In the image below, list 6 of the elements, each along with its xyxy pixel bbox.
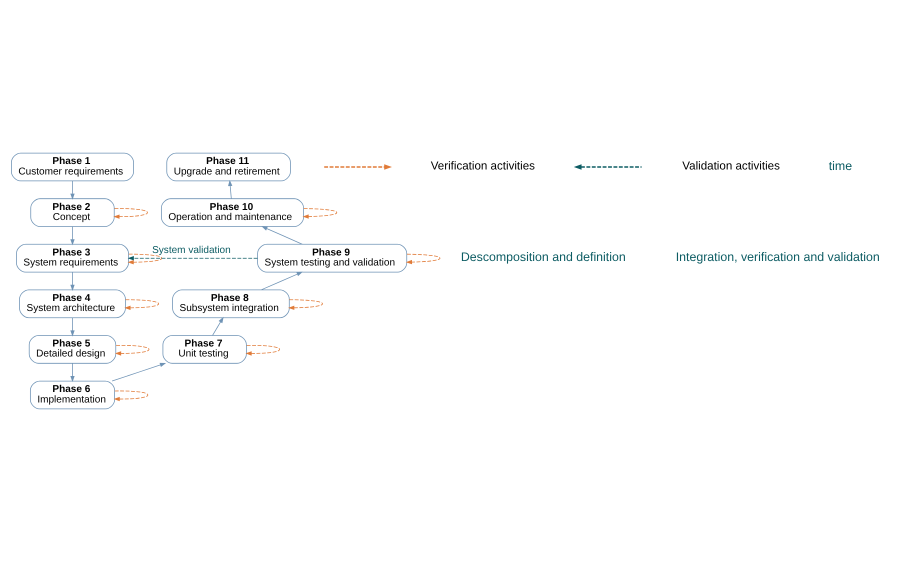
label: Integration, verification and validation <box>676 250 880 264</box>
legend-label: Validation activities <box>682 160 780 172</box>
label: time <box>828 158 852 172</box>
legend-label: Verification activities <box>430 160 535 172</box>
label: Descomposition and definition <box>460 250 626 264</box>
edge-label: System validation <box>152 244 231 256</box>
